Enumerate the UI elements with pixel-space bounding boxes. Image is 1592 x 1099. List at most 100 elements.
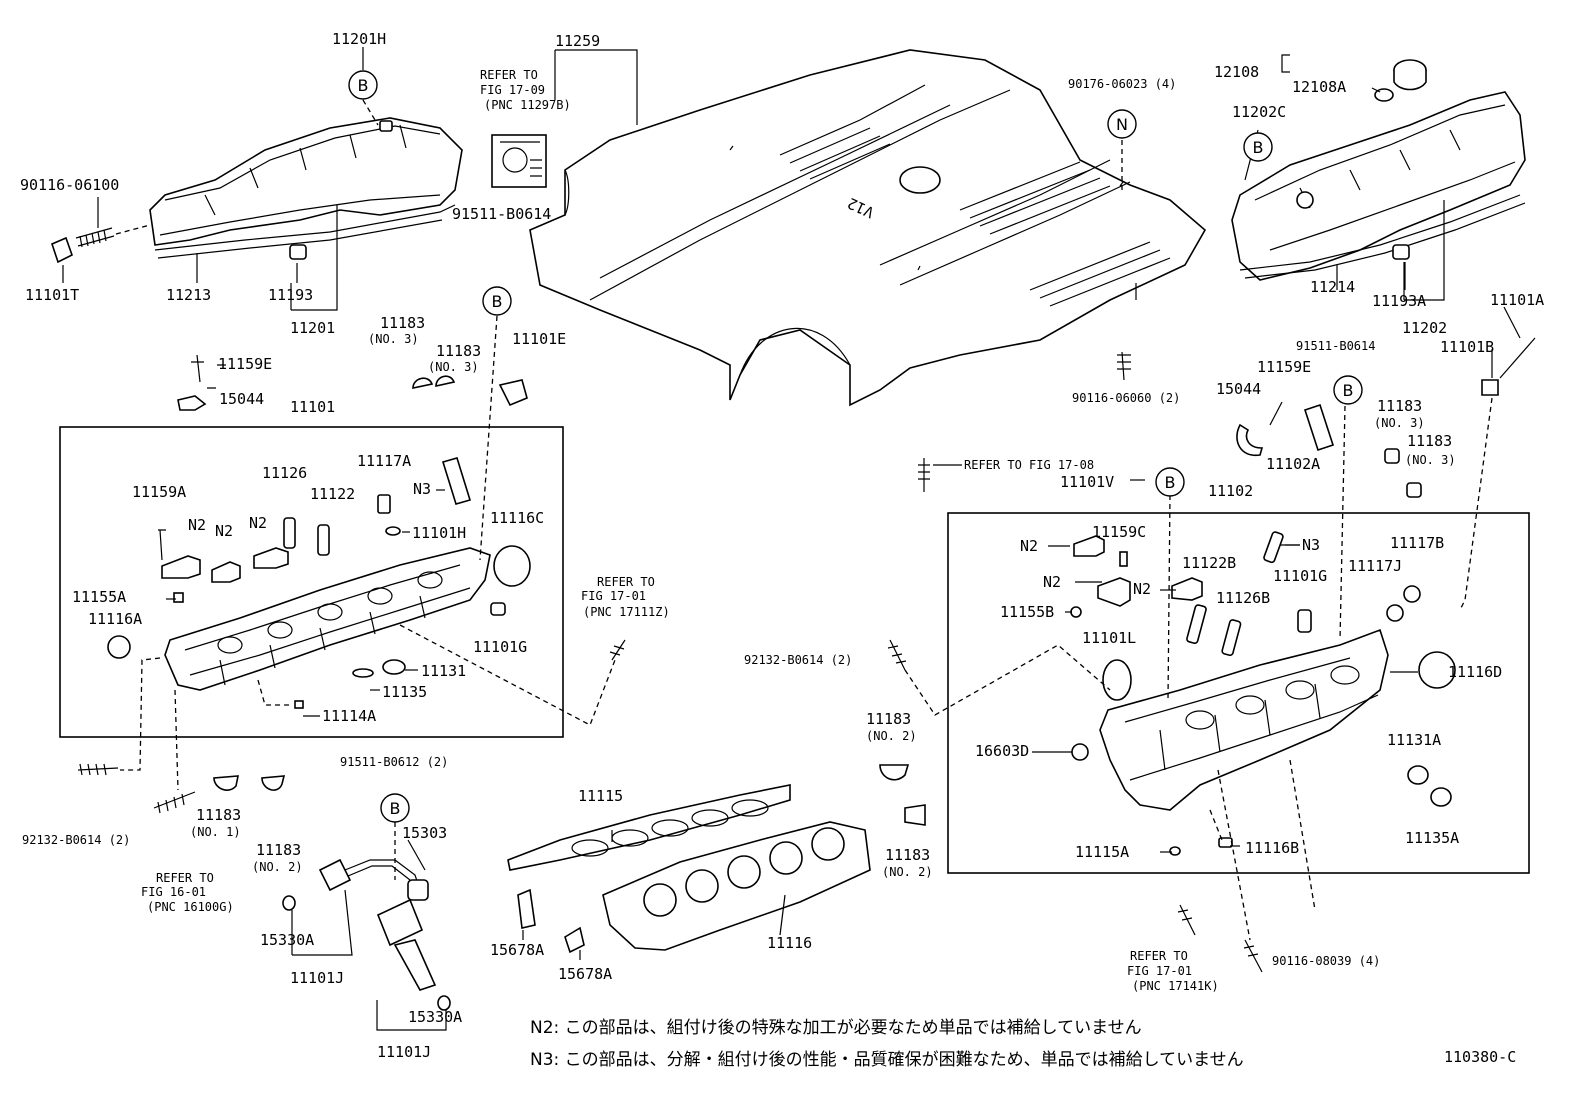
label-11183-no3-a: 11183 (380, 314, 425, 332)
label-11214: 11214 (1310, 278, 1355, 296)
label-11183-no3-a-note: (NO. 3) (368, 332, 419, 346)
left-grommet (289, 244, 307, 260)
callout-b-5-label: B (1165, 473, 1176, 492)
label-11135: 11135 (382, 683, 427, 701)
label-11102: 11102 (1208, 482, 1253, 500)
callout-b-4-label: B (1343, 381, 1354, 400)
label-refer-cover-1: REFER TO (480, 68, 538, 82)
label-11114a: 11114A (322, 707, 376, 725)
label-n3-right: N3 (1302, 536, 1320, 554)
label-11201h: 11201H (332, 30, 386, 48)
label-11101g-left: 11101G (473, 638, 527, 656)
label-11202: 11202 (1402, 319, 1447, 337)
label-11183-no3-right-b-note: (NO. 3) (1405, 453, 1456, 467)
label-15678a-a: 15678A (490, 941, 544, 959)
label-refer-left-1: REFER TO (156, 871, 214, 885)
label-n2-left-c: N2 (249, 514, 267, 532)
label-92132-center: 92132-B0614 (2) (744, 653, 852, 667)
left-cylinder-head (164, 547, 491, 691)
label-n2-right-a: N2 (1020, 537, 1038, 555)
label-refer-cover-3: (PNC 11297B) (484, 98, 571, 112)
label-11115: 11115 (578, 787, 623, 805)
label-11101l: 11101L (1082, 629, 1136, 647)
label-11183-no3-b-note: (NO. 3) (428, 360, 479, 374)
label-n2-right-b: N2 (1043, 573, 1061, 591)
label-11101b: 11101B (1440, 338, 1494, 356)
label-refer-right-2: FIG 17-01 (1127, 964, 1192, 978)
label-11101h: 11101H (412, 524, 466, 542)
label-11183-no2-center-b-note: (NO. 2) (882, 865, 933, 879)
label-12108a: 12108A (1292, 78, 1346, 96)
label-11126: 11126 (262, 464, 307, 482)
label-11122: 11122 (310, 485, 355, 503)
label-refer-left-3: (PNC 16100G) (147, 900, 234, 914)
label-refer-mid-2: FIG 17-01 (581, 589, 646, 603)
label-11183-no1-note: (NO. 1) (190, 825, 241, 839)
label-11183-no2-left-note: (NO. 2) (252, 860, 303, 874)
label-11116a: 11116A (88, 610, 142, 628)
label-11131a: 11131A (1387, 731, 1441, 749)
label-n3-left: N3 (413, 480, 431, 498)
label-15044-right: 15044 (1216, 380, 1261, 398)
label-11101: 11101 (290, 398, 335, 416)
label-11202c: 11202C (1232, 103, 1286, 121)
label-15330a-a: 15330A (260, 931, 314, 949)
label-90176-06023: 90176-06023 (4) (1068, 77, 1176, 91)
label-11155b: 11155B (1000, 603, 1054, 621)
label-91511-b0612: 91511-B0612 (2) (340, 755, 448, 769)
diagram-id: 110380-C (1444, 1048, 1516, 1066)
callout-b-3-label: B (1253, 138, 1264, 157)
right-valve-cover (1231, 91, 1526, 281)
callout-b-1-label: B (358, 76, 369, 95)
cover-reference-label-icon (491, 134, 547, 188)
label-11201: 11201 (290, 319, 335, 337)
label-11116: 11116 (767, 934, 812, 952)
label-11102a: 11102A (1266, 455, 1320, 473)
right-cylinder-head (1099, 628, 1389, 811)
right-small-parts (918, 337, 1536, 498)
callout-n-1-label: N (1116, 115, 1128, 134)
label-11159e-right: 11159E (1257, 358, 1311, 376)
label-11116c: 11116C (490, 509, 544, 527)
callout-b-5: B (1155, 467, 1185, 497)
label-11193: 11193 (268, 286, 313, 304)
label-11183-no2-center-a: 11183 (866, 710, 911, 728)
label-15044-left: 15044 (219, 390, 264, 408)
upper-head-gasket (507, 784, 791, 871)
label-11101g-right: 11101G (1273, 567, 1327, 585)
left-pins (107, 457, 531, 709)
label-11159a: 11159A (132, 483, 186, 501)
label-12108: 12108 (1214, 63, 1259, 81)
label-15330a-b: 15330A (408, 1008, 462, 1026)
label-91511-b0614-center: 91511-B0614 (452, 205, 551, 223)
label-11183-no3-right-a: 11183 (1377, 397, 1422, 415)
left-cover-plug (51, 224, 151, 264)
label-refer-right-1: REFER TO (1130, 949, 1188, 963)
label-11117b: 11117B (1390, 534, 1444, 552)
label-11135a: 11135A (1405, 829, 1459, 847)
label-11159e-left: 11159E (218, 355, 272, 373)
note-n2: N2: この部品は、組付け後の特殊な加工が必要なため単品では補給していません (530, 1018, 1142, 1038)
left-small-parts (77, 354, 1263, 973)
callout-b-2: B (482, 286, 512, 316)
callout-b-1: B (348, 70, 378, 100)
label-11183-no2-center-b: 11183 (885, 846, 930, 864)
label-92132-left: 92132-B0614 (2) (22, 833, 130, 847)
label-11122b: 11122B (1182, 554, 1236, 572)
label-11101t: 11101T (25, 286, 79, 304)
left-valve-cover (149, 117, 463, 259)
label-11117j: 11117J (1348, 557, 1402, 575)
label-90116-08039: 90116-08039 (4) (1272, 954, 1380, 968)
label-11183-no3-right-a-note: (NO. 3) (1374, 416, 1425, 430)
right-camshaft-caps (1070, 531, 1456, 856)
label-15303: 15303 (402, 824, 447, 842)
note-n3: N3: この部品は、分解・組付け後の性能・品質確保が困難なため、単品では補給して… (530, 1050, 1244, 1070)
label-11101j-a: 11101J (290, 969, 344, 987)
label-refer-cover-2: FIG 17-09 (480, 83, 545, 97)
callout-b-6-label: B (390, 799, 401, 818)
label-11213: 11213 (166, 286, 211, 304)
callout-b-6: B (380, 793, 410, 823)
label-n2-right-c: N2 (1133, 580, 1151, 598)
label-11259: 11259 (555, 32, 600, 50)
